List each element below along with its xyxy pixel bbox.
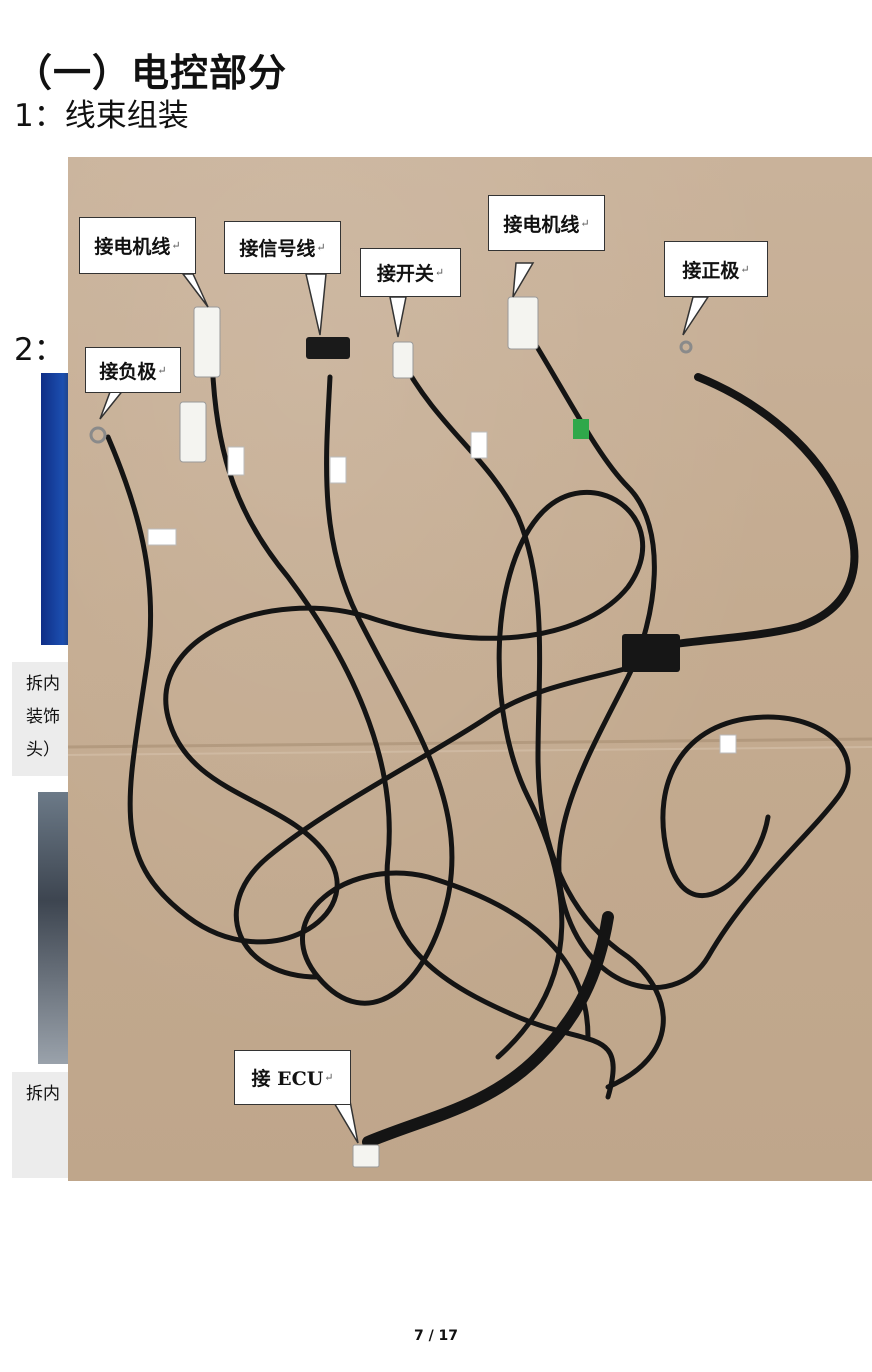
callout-label: 接正极 — [682, 259, 740, 282]
return-mark-icon: ↵ — [157, 363, 167, 377]
return-mark-icon: ↵ — [434, 266, 445, 279]
step-1-heading: 1：线束组装 — [14, 98, 189, 134]
page-number: 7 / 17 — [413, 1328, 459, 1344]
caption-line: 头） — [26, 740, 60, 760]
callout-label: 接电机线 — [503, 213, 580, 236]
callout-motor-wire-left: 接电机线↵ — [79, 217, 196, 274]
callout-label: 接开关 — [376, 263, 434, 285]
return-mark-icon: ↵ — [316, 241, 326, 254]
callout-ecu: 接 ECU↵ — [234, 1050, 351, 1105]
harness-illustration — [68, 262, 872, 1168]
return-mark-icon: ↵ — [740, 262, 750, 276]
return-mark-icon: ↵ — [171, 239, 181, 252]
caption-line: 装饰 — [26, 707, 60, 727]
callout-switch: 接开关↵ — [360, 248, 461, 297]
step-2-heading: 2： — [14, 332, 65, 368]
callout-label: 接信号线 — [239, 238, 316, 260]
callout-label: 接电机线 — [94, 236, 171, 258]
callout-label: 接 ECU — [251, 1068, 324, 1090]
wiring-harness-photo: 接电机线↵ 接信号线↵ 接开关↵ 接电机线↵ 接正极↵ 接负极↵ 接 ECU↵ — [68, 157, 872, 1181]
section-title: （一）电控部分 — [14, 51, 288, 95]
callout-motor-wire-right: 接电机线↵ — [488, 195, 605, 251]
callout-signal-wire: 接信号线↵ — [224, 221, 341, 274]
callout-negative: 接负极↵ — [85, 347, 181, 393]
callout-label: 接负极 — [99, 360, 157, 383]
callout-positive: 接正极↵ — [664, 241, 768, 297]
return-mark-icon: ↵ — [324, 1071, 334, 1084]
caption-line: 拆内 — [26, 674, 60, 694]
return-mark-icon: ↵ — [580, 216, 590, 230]
caption-line: 拆内 — [26, 1084, 60, 1104]
